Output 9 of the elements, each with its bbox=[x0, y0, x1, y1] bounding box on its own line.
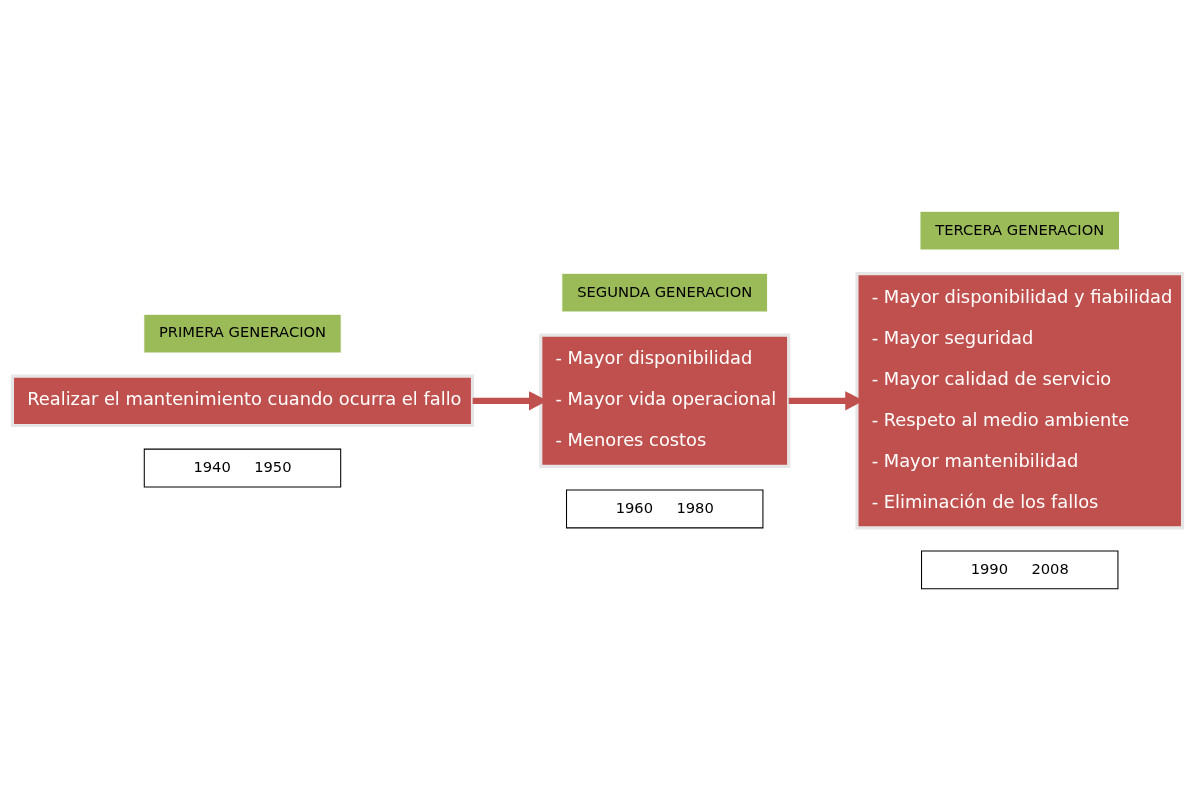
node-box: 1960 1980 bbox=[566, 489, 764, 528]
node-box: TERCERA GENERACION bbox=[919, 210, 1121, 251]
node-box: Realizar el mantenimiento cuando ocurra el fallo bbox=[10, 374, 475, 427]
node-box: PRIMERA GENERACION bbox=[143, 313, 342, 354]
node-box: - Mayor disponibilidad - Mayor vida operacional - Menores costos bbox=[539, 333, 791, 468]
node-box: - Mayor disponibilidad y fiabilidad - Mayor seguridad - Mayor calidad de servicio - Respeto al medio ambiente - Mayor mantenibilidad - Eliminación de los fallos bbox=[855, 271, 1185, 529]
node-box: SEGUNDA GENERACION bbox=[561, 272, 769, 313]
node-box: 1990 2008 bbox=[921, 549, 1119, 589]
node-box: 1940 1950 bbox=[143, 448, 342, 487]
